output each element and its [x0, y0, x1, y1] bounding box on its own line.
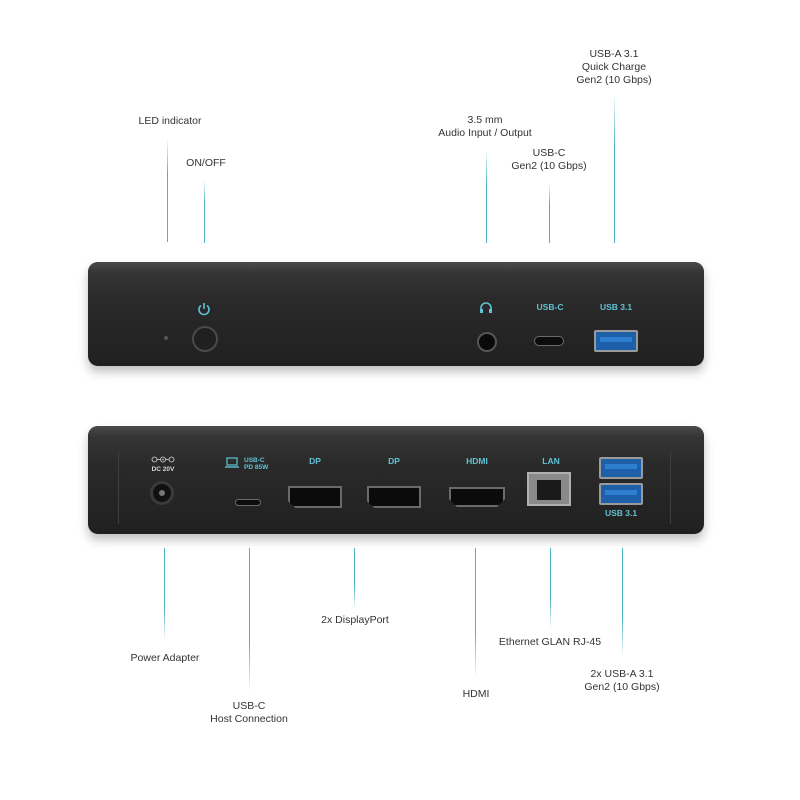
- displayport-1[interactable]: [288, 486, 342, 508]
- power-icon: [198, 303, 210, 316]
- usbc-front-port-label: USB-C: [536, 302, 564, 312]
- usba-back-port-1[interactable]: [599, 457, 643, 479]
- power-adapter-callout: Power Adapter: [130, 652, 200, 664]
- led-indicator-callout: LED indicator: [138, 115, 202, 127]
- usbc-host-port[interactable]: [235, 499, 261, 506]
- usba-back-callout: 2x USB-A 3.1 Gen2 (10 Gbps): [584, 668, 660, 693]
- dock-front-view: USB-C USB 3.1: [88, 262, 704, 366]
- back-panel-right-edge: [670, 452, 671, 524]
- led-indicator: [164, 336, 168, 340]
- hdmi-port[interactable]: [449, 487, 505, 507]
- audio-jack-port[interactable]: [477, 332, 497, 352]
- usbc-front-port[interactable]: [534, 336, 564, 346]
- usba-front-port-label: USB 3.1: [599, 302, 633, 312]
- onoff-callout: ON/OFF: [186, 157, 226, 169]
- power-adapter-leader: [164, 548, 165, 640]
- dp2-port-label: DP: [388, 456, 400, 466]
- dc-port-label: DC 20V: [151, 466, 175, 473]
- ethernet-port[interactable]: [527, 472, 571, 506]
- led-indicator-leader: [167, 138, 168, 242]
- usbc-front-callout: USB-C Gen2 (10 Gbps): [511, 147, 587, 172]
- power-button[interactable]: [192, 326, 218, 352]
- hdmi-callout: HDMI: [462, 688, 490, 700]
- laptop-icon: [225, 457, 239, 468]
- onoff-leader: [204, 180, 205, 243]
- host-connection-leader: [249, 548, 250, 692]
- ethernet-callout: Ethernet GLAN RJ-45: [498, 636, 602, 648]
- usba-back-port-label: USB 3.1: [604, 508, 638, 518]
- hdmi-port-label: HDMI: [466, 456, 488, 466]
- ethernet-leader: [550, 548, 551, 628]
- usba-back-leader: [622, 548, 623, 656]
- usba-front-port[interactable]: [594, 330, 638, 352]
- usba-front-leader: [614, 93, 615, 243]
- dock-back-view: DC 20V USB-C PD 85W DP DP HDMI LAN USB 3…: [88, 426, 704, 534]
- displayport-callout: 2x DisplayPort: [321, 614, 389, 626]
- dc-power-port[interactable]: [150, 481, 174, 505]
- displayport-2[interactable]: [367, 486, 421, 508]
- audio-leader: [486, 150, 487, 243]
- usba-front-callout: USB-A 3.1 Quick Charge Gen2 (10 Gbps): [576, 48, 652, 86]
- host-connection-callout: USB-C Host Connection: [210, 700, 288, 725]
- lan-port-label: LAN: [542, 456, 560, 466]
- back-panel-left-edge: [118, 452, 119, 524]
- hdmi-leader: [475, 548, 476, 678]
- usbc-front-leader: [549, 183, 550, 243]
- displayport-leader: [354, 548, 355, 608]
- dock-front-top-edge: [88, 262, 704, 274]
- usba-back-port-2[interactable]: [599, 483, 643, 505]
- audio-callout: 3.5 mm Audio Input / Output: [438, 114, 532, 139]
- dp1-port-label: DP: [309, 456, 321, 466]
- headphone-icon: [480, 302, 492, 313]
- usbc-pd-port-label: USB-C PD 85W: [244, 457, 269, 471]
- dock-back-top-edge: [88, 426, 704, 438]
- dc-polarity-icon: [151, 456, 175, 463]
